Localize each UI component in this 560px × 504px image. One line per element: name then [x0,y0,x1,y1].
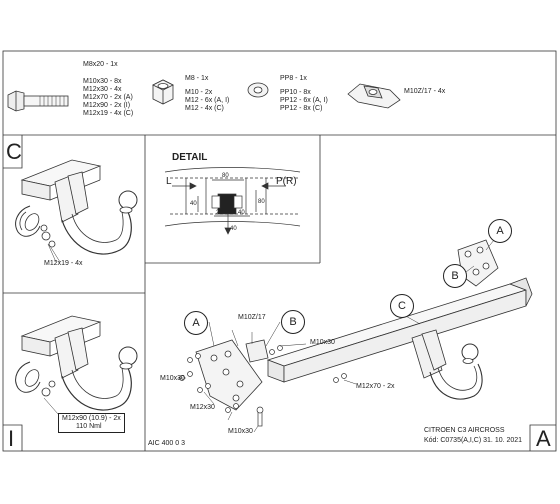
detail-dim: 40 [190,201,197,207]
washer-list-item: PP12 - 6x (A, I) [280,97,328,104]
detail-title: DETAIL [172,152,208,163]
panel-c-hitch [15,159,138,263]
detail-right-label: P(R) [276,176,297,187]
clip-label: M10Z/17 - 4x [404,88,446,95]
nut-list-item: M12 - 6x (A, I) [185,97,230,104]
callout-a-right: A [488,219,512,243]
sheet-letter: A [536,426,551,451]
label-m10x30-left: M10x30 [160,375,185,382]
detail-dim: 80 [258,199,265,205]
corner-box-c [3,135,23,169]
label-m10x30-bottom: M10x30 [228,428,253,435]
panel-i-bolt-label: M12x90 (10.9) - 2x 110 Nml [58,413,125,433]
nut-list-item: M10 - 2x [185,89,213,96]
loose-hardware [179,345,347,427]
corner-box-a [529,424,556,451]
nut-list-item: M12 - 4x (C) [185,105,224,112]
bolt-list-item: M12x30 - 4x [83,86,122,93]
callout-b-main: B [281,310,305,334]
label-m12x30: M12x30 [190,404,215,411]
label-m10x30-top: M10x30 [310,339,335,346]
panel-c-letter: C [6,139,22,164]
panel-i-hitch [15,315,138,415]
detail-section [164,167,301,235]
nut-drawing [152,79,174,105]
detail-left-label: L [166,176,172,187]
bolt-list-item: M12x90 - 2x (I) [83,102,131,109]
washer-list-item: PP12 - 8x (C) [280,105,323,112]
panel-c-bolt-label: M12x19 - 4x [44,260,83,267]
label-m12x70: M12x70 - 2x [356,383,395,390]
bolt-drawing [7,90,69,112]
panel-i-bolt-line: M12x90 (10.9) - 2x [62,415,121,422]
nut-list: M8 - 1x M10 - 2x M12 - 6x (A, I) M12 - 4… [185,75,229,113]
detail-dim: 40 [238,210,245,216]
washer-list-item: PP8 - 1x [280,75,307,82]
corner-box-i [3,424,23,451]
label-clip: M10Z/17 [238,314,266,321]
detail-dim: 80 [222,173,229,179]
washer-list: PP8 - 1x PP10 - 8x PP12 - 6x (A, I) PP12… [280,75,328,113]
callout-b-right: B [443,264,467,288]
bolt-list: M10x30 - 8x M12x30 - 4x M12x70 - 2x (A) … [83,78,133,118]
callout-a-main: A [184,311,208,335]
detail-dim: 40 [230,226,237,232]
bolt-list-item: M12x19 - 4x (C) [83,110,134,117]
bolt-list-item: M10x30 - 8x [83,78,122,85]
bolt-m8x20-label: M8x20 - 1x [83,61,118,68]
outer-frame [2,50,557,452]
detail-dim: 20 [216,210,223,216]
callout-c-main: C [390,294,414,318]
panel-i-letter: I [8,426,15,451]
product-code: Kód: C0735(A,I,C) 31. 10. 2021 [424,437,523,444]
washer-list-item: PP10 - 8x [280,89,311,96]
vehicle-model: CITROEN C3 AIRCROSS [424,427,505,434]
bolt-list-item: M12x70 - 2x (A) [83,94,133,101]
nut-list-item: M8 - 1x [185,75,209,82]
panel-i-torque-line: 110 Nml [76,423,102,430]
main-crossbar [195,239,533,411]
clip-drawing [347,83,401,109]
washer-drawing [247,82,269,98]
drawing-number: AIC 400 0 3 [148,440,185,447]
